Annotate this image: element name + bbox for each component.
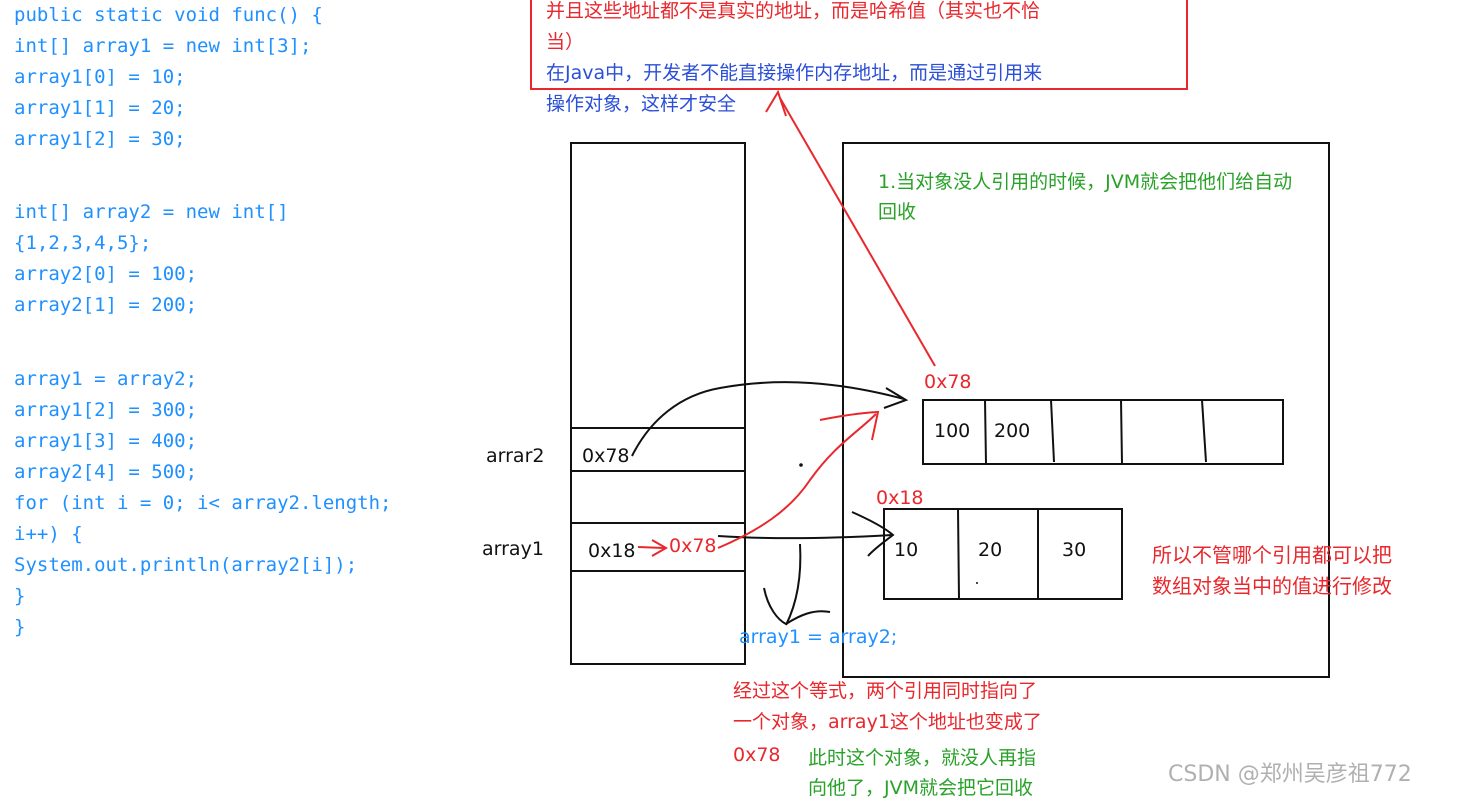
note-safety-line2: 操作对象，这样才安全 (546, 93, 737, 115)
stack-slot-array1 (570, 522, 746, 572)
hash-note-pointer-arrow (779, 97, 936, 367)
array1-new-value: 0x78 (669, 535, 717, 557)
code-line: array1[1] = 20; (14, 97, 186, 119)
value-change-arrow (637, 546, 665, 549)
heap-gc-note-line1: 1.当对象没人引用的时候，JVM就会把他们给自动 (878, 171, 1293, 193)
note-frame (530, 0, 1188, 90)
modify-note-line1: 所以不管哪个引用都可以把 (1152, 543, 1392, 567)
code-line: int[] array2 = new int[] (14, 201, 289, 223)
array1-new-reference-arrow (717, 413, 877, 549)
object1-cell: 10 (894, 539, 919, 561)
stray-dot (976, 582, 978, 584)
stray-dot (799, 463, 803, 467)
watermark: CSDN @郑州吴彦祖772 (1168, 762, 1412, 787)
object2-cell-divider (1120, 399, 1123, 465)
code-line: array1 = array2; (14, 368, 198, 390)
code-line: array1[2] = 300; (14, 399, 198, 421)
bottom-note-line2: 一个对象，array1这个地址也变成了 (733, 711, 1042, 733)
code-line: {1,2,3,4,5}; (14, 232, 152, 254)
object1-cell-divider (957, 508, 960, 600)
array2-value: 0x78 (582, 445, 630, 467)
array1-value: 0x18 (588, 540, 636, 562)
code-line: for (int i = 0; i< array2.length; (14, 492, 392, 514)
assignment-arrow (785, 543, 802, 626)
gc-note-line2: 向他了，JVM就会把它回收 (808, 777, 1033, 799)
object2-cell: 100 (934, 420, 971, 442)
object2-array (922, 399, 1284, 465)
bottom-note-line1: 经过这个等式，两个引用同时指向了 (733, 680, 1038, 702)
code-line: array1[3] = 400; (14, 430, 198, 452)
code-line: array2[1] = 200; (14, 294, 198, 316)
object1-address: 0x18 (876, 487, 924, 509)
note-hash-line1: 并且这些地址都不是真实的地址，而是哈希值（其实也不恰 (546, 0, 1041, 22)
code-line: } (14, 585, 26, 607)
assignment-label: array1 = array2; (739, 626, 898, 648)
code-line: array1[0] = 10; (14, 66, 186, 88)
stack-frame (570, 142, 746, 665)
note-hash-line2: 当） (546, 31, 585, 53)
object2-address: 0x78 (924, 371, 972, 393)
code-line: array2[0] = 100; (14, 263, 198, 285)
object2-cell-divider (984, 399, 987, 465)
heap-frame (842, 142, 1330, 678)
stack-slot-array2 (570, 427, 746, 472)
gc-note-line1: 此时这个对象，就没人再指 (808, 747, 1037, 769)
arrowhead (765, 89, 787, 117)
arrowhead (851, 511, 895, 557)
modify-note-line2: 数组对象当中的值进行修改 (1152, 574, 1392, 598)
array2-reference-arrow (631, 381, 905, 457)
array1-label: array1 (482, 538, 544, 560)
object1-cell: 30 (1062, 539, 1087, 561)
arrowhead (819, 410, 880, 441)
arrowhead (883, 387, 909, 409)
object1-array (883, 508, 1123, 600)
code-line: } (14, 616, 26, 638)
code-line: System.out.println(array2[i]); (14, 554, 358, 576)
code-line: array1[2] = 30; (14, 128, 186, 150)
object2-cell-divider (1050, 399, 1055, 463)
object1-cell: 20 (978, 539, 1003, 561)
code-line: array2[4] = 500; (14, 461, 198, 483)
note-safety-line1: 在Java中，开发者不能直接操作内存地址，而是通过引用来 (546, 62, 1043, 84)
bottom-note-line3: 0x78 (733, 744, 781, 766)
code-line: int[] array1 = new int[3]; (14, 35, 312, 57)
arrowhead (651, 539, 669, 557)
code-line: public static void func() { (14, 4, 323, 26)
arrowhead (763, 587, 831, 626)
object2-cell-divider (1201, 399, 1207, 463)
heap-gc-note-line2: 回收 (878, 201, 917, 223)
code-line: i++) { (14, 523, 83, 545)
object2-cell: 200 (994, 420, 1031, 442)
array2-label: arrar2 (486, 445, 545, 467)
